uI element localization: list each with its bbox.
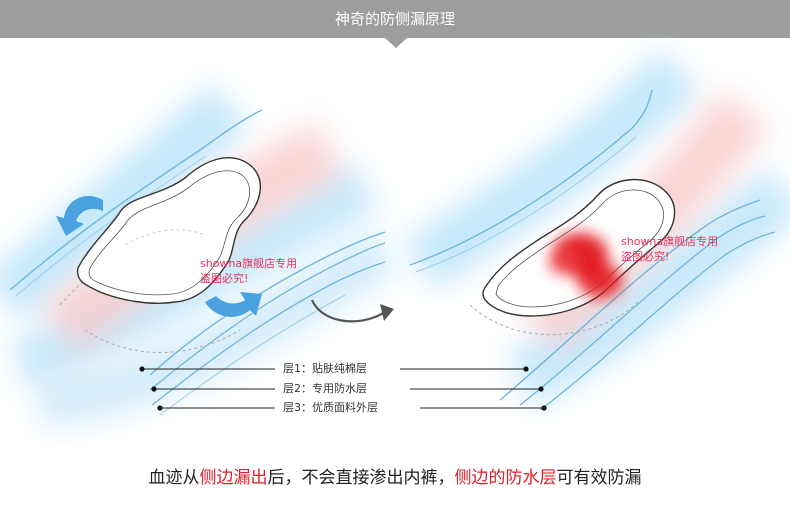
watermark-line2: 盗图必究! — [200, 272, 249, 285]
watermark-line1: showna旗舰店专用 — [621, 235, 719, 248]
caption-highlight-2: 侧边的防水层 — [454, 468, 557, 488]
rotate-arrow-icon — [56, 196, 103, 236]
title-banner — [0, 0, 790, 38]
caption-part1: 血迹从 — [148, 468, 200, 488]
watermark-line2: 盗图必究! — [621, 250, 670, 263]
layer-callouts — [139, 366, 547, 411]
watermark-left: showna旗舰店专用 盗图必究! — [200, 256, 297, 286]
caption-part3: 可有效防漏 — [556, 468, 642, 488]
layer-2-label: 层2：专用防水层 — [283, 382, 367, 395]
left-panty-illustration — [0, 83, 399, 425]
rotate-arrow-icon — [205, 292, 262, 317]
watermark-line1: showna旗舰店专用 — [200, 257, 298, 270]
caption-highlight-1: 侧边漏出 — [199, 468, 268, 488]
banner-notch — [385, 38, 407, 48]
banner-title: 神奇的防侧漏原理 — [334, 10, 455, 28]
right-panty-illustration — [404, 49, 790, 411]
watermark-right: showna旗舰店专用 盗图必究! — [621, 234, 718, 264]
layer-1-label: 层1：贴肤纯棉层 — [283, 362, 367, 375]
transition-arrow-icon — [310, 299, 394, 323]
layer-3-label: 层3：优质面料外层 — [283, 401, 378, 414]
caption: 血迹从侧边漏出后，不会直接渗出内裤，侧边的防水层可有效防漏 — [0, 466, 790, 490]
blood-stain — [548, 233, 622, 298]
caption-part2: 后，不会直接渗出内裤， — [267, 468, 455, 488]
